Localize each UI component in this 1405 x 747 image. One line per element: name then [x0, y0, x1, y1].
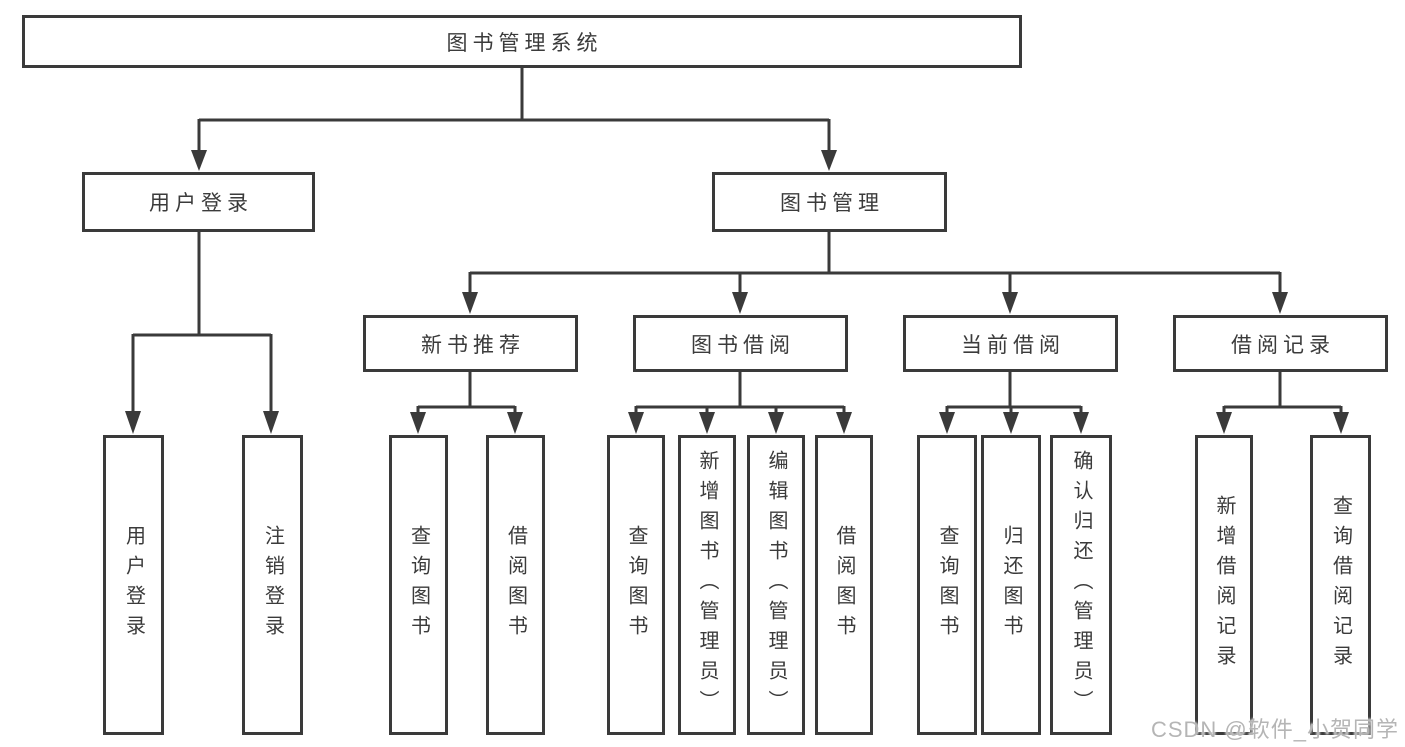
leaf-label: 查询图书	[625, 525, 647, 645]
node-user-login: 用户登录	[82, 172, 315, 232]
leaf-label: 新增借阅记录	[1213, 495, 1235, 675]
leaf-label: 注销登录	[261, 525, 284, 645]
leaf-query-borrow-record: 查询借阅记录	[1310, 435, 1371, 735]
leaf-label: 查询图书	[407, 525, 430, 645]
leaf-label: 归还图书	[1000, 525, 1022, 645]
leaf-edit-book-admin: 编辑图书（管理员）	[747, 435, 805, 735]
leaf-label: 新增图书（管理员）	[696, 450, 718, 720]
leaf-user-login: 用户登录	[103, 435, 164, 735]
leaf-add-borrow-record: 新增借阅记录	[1195, 435, 1253, 735]
leaf-query-books-current: 查询图书	[917, 435, 977, 735]
leaf-query-books-recommend: 查询图书	[389, 435, 448, 735]
leaf-borrow-books-borrowing: 借阅图书	[815, 435, 873, 735]
leaf-return-book: 归还图书	[981, 435, 1041, 735]
node-current-borrowing: 当前借阅	[903, 315, 1118, 372]
leaf-label: 查询借阅记录	[1329, 495, 1352, 675]
leaf-label: 用户登录	[122, 525, 145, 645]
leaf-label: 编辑图书（管理员）	[765, 450, 787, 720]
node-book-management: 图书管理	[712, 172, 947, 232]
leaf-label: 借阅图书	[833, 525, 855, 645]
leaf-logout: 注销登录	[242, 435, 303, 735]
leaf-label: 查询图书	[936, 525, 958, 645]
leaf-add-book-admin: 新增图书（管理员）	[678, 435, 736, 735]
node-library-management-system: 图书管理系统	[22, 15, 1022, 68]
csdn-watermark: CSDN @软件_小贺同学	[1150, 717, 1399, 742]
node-borrowing-records: 借阅记录	[1173, 315, 1388, 372]
node-new-book-recommendation: 新书推荐	[363, 315, 578, 372]
leaf-borrow-books-recommend: 借阅图书	[486, 435, 545, 735]
arrowheads	[125, 150, 1349, 434]
leaf-label: 借阅图书	[504, 525, 527, 645]
leaf-query-books-borrowing: 查询图书	[607, 435, 665, 735]
leaf-label: 确认归还（管理员）	[1070, 450, 1092, 720]
node-book-borrowing: 图书借阅	[633, 315, 848, 372]
leaf-confirm-return-admin: 确认归还（管理员）	[1050, 435, 1112, 735]
